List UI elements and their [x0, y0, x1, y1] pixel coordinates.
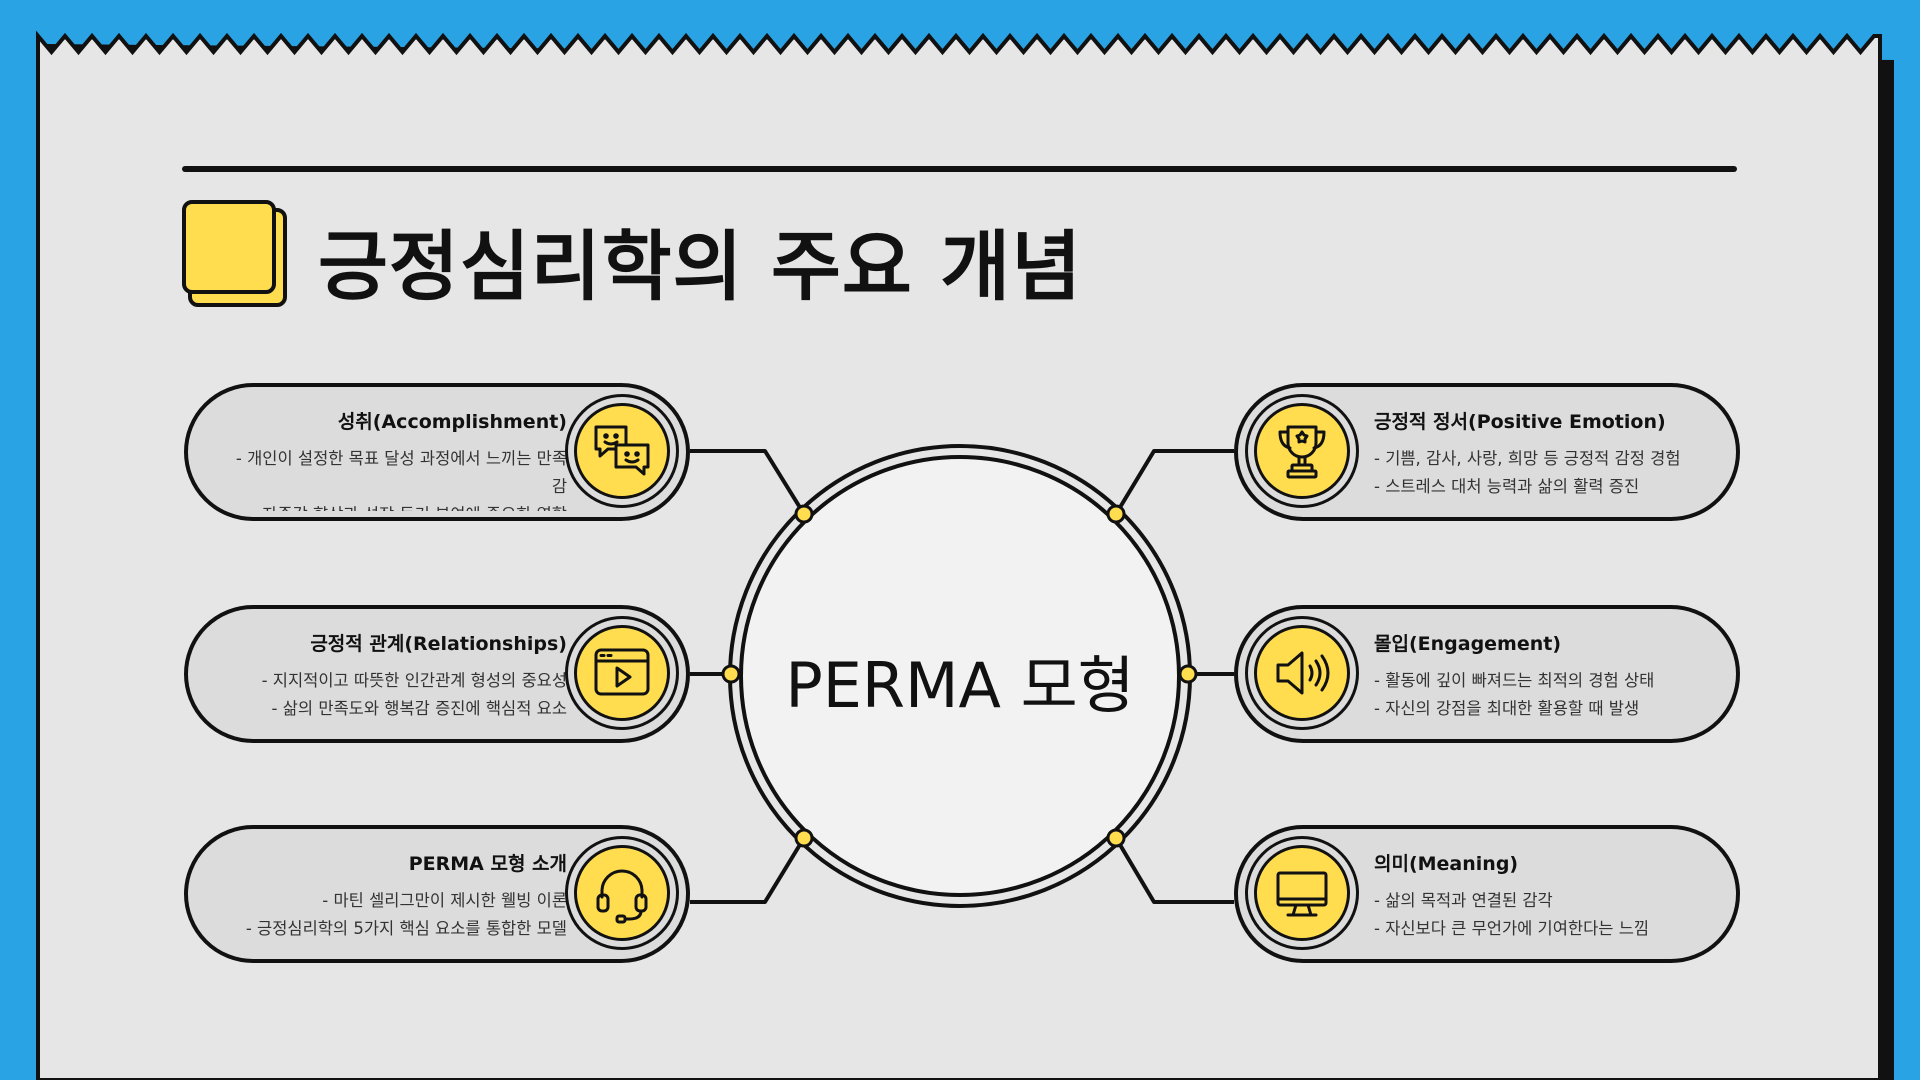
card-title: 긍정적 정서(Positive Emotion) — [1374, 411, 1666, 433]
center-label: PERMA 모형 — [785, 649, 1135, 722]
card-line: - 자신보다 큰 무언가에 기여한다는 느낌 — [1374, 919, 1650, 938]
card-line: - 스트레스 대처 능력과 삶의 활력 증진 — [1374, 477, 1640, 496]
connector-positive-emotion — [1114, 449, 1234, 516]
node-dot — [794, 504, 814, 524]
node-dot — [1106, 504, 1126, 524]
headset-icon — [574, 845, 670, 941]
card-line: - 개인이 설정한 목표 달성 과정에서 느끼는 만족감 — [235, 449, 567, 496]
card-relationships: 긍정적 관계(Relationships) - 지지적이고 따뜻한 인간관계 형… — [184, 605, 690, 743]
card-accomplishment: 성취(Accomplishment) - 개인이 설정한 목표 달성 과정에서 … — [184, 383, 690, 521]
card-meaning: 의미(Meaning) - 삶의 목적과 연결된 감각 - 자신보다 큰 무언가… — [1234, 825, 1740, 963]
monitor-icon — [1254, 845, 1350, 941]
speaker-icon — [1254, 625, 1350, 721]
card-line: - 활동에 깊이 빠져드는 최적의 경험 상태 — [1374, 671, 1655, 690]
card-title: 성취(Accomplishment) — [337, 411, 567, 433]
connector-meaning — [1114, 836, 1234, 904]
card-line: - 긍정심리학의 5가지 핵심 요소를 통합한 모델 — [245, 919, 567, 938]
video-player-icon — [574, 625, 670, 721]
chat-bubbles-icon — [574, 403, 670, 499]
node-dot — [721, 664, 741, 684]
card-line: - 자신의 강점을 최대한 활용할 때 발생 — [1374, 699, 1640, 718]
page-title: 긍정심리학의 주요 개념 — [318, 222, 1083, 311]
card-positive-emotion: 긍정적 정서(Positive Emotion) - 기쁨, 감사, 사랑, 희… — [1234, 383, 1740, 521]
node-dot — [794, 828, 814, 848]
card-line: - 자존감 향상과 성장 동기 부여에 중요한 역할 — [222, 501, 567, 511]
title-rule — [182, 166, 1737, 172]
node-dot — [1178, 664, 1198, 684]
card-title: 긍정적 관계(Relationships) — [310, 633, 567, 655]
node-dot — [1106, 828, 1126, 848]
connector-perma-intro — [690, 836, 806, 904]
card-title: 몰입(Engagement) — [1374, 633, 1562, 655]
card-title: 의미(Meaning) — [1374, 853, 1519, 875]
card-line: - 삶의 목적과 연결된 감각 — [1374, 891, 1553, 910]
card-line: - 기쁨, 감사, 사랑, 희망 등 긍정적 감정 경험 — [1374, 449, 1681, 468]
card-perma-intro: PERMA 모형 소개 - 마틴 셀리그만이 제시한 웰빙 이론 - 긍정심리학… — [184, 825, 690, 963]
card-title: PERMA 모형 소개 — [408, 853, 567, 875]
card-engagement: 몰입(Engagement) - 활동에 깊이 빠져드는 최적의 경험 상태 -… — [1234, 605, 1740, 743]
connector-accomplishment — [690, 449, 806, 516]
card-line: - 지지적이고 따뜻한 인간관계 형성의 중요성 — [261, 671, 567, 690]
title-square-icon — [182, 200, 287, 307]
trophy-icon — [1254, 403, 1350, 499]
card-line: - 마틴 셀리그만이 제시한 웰빙 이론 — [322, 891, 567, 910]
card-line: - 삶의 만족도와 행복감 증진에 핵심적 요소 — [271, 699, 567, 718]
